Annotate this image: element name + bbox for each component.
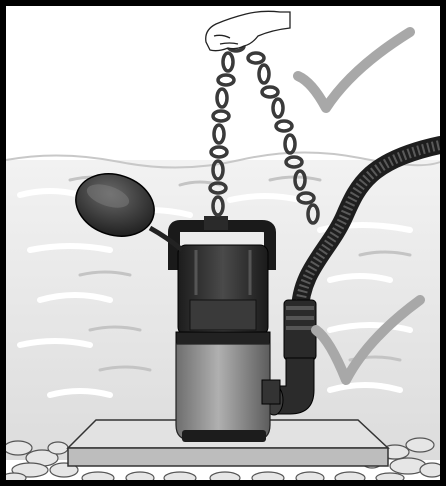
submersible-pump-icon: [174, 216, 280, 442]
